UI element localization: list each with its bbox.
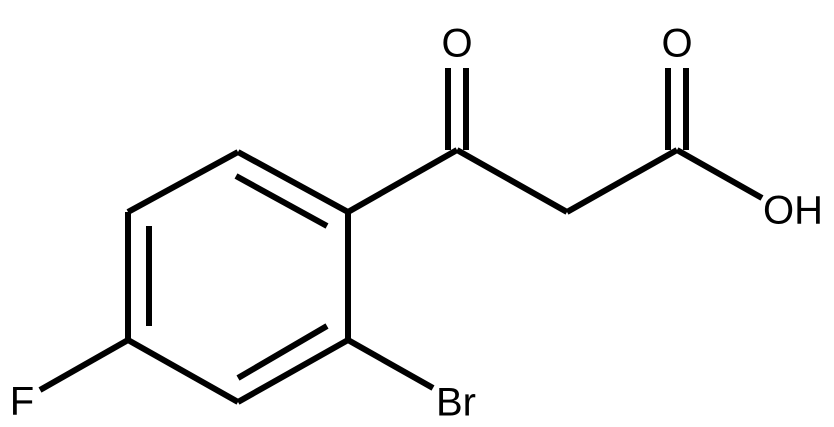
ring-bond-1 <box>236 149 350 215</box>
carbonyl-oxygen-label: O <box>441 22 472 66</box>
bond-ch2-to-acid-carbon <box>565 147 679 215</box>
ring-bond-3 <box>236 337 350 405</box>
ring-bond-6 <box>126 149 240 215</box>
fluorine-label: F <box>10 380 34 424</box>
atom-labels: O O OH Br F <box>10 22 823 425</box>
acid-oxygen-label: O <box>661 22 692 66</box>
hydroxyl-label: OH <box>763 189 823 233</box>
bond-carbonyl-to-ch2 <box>455 147 569 215</box>
bond-ring-to-carbonyl <box>346 147 459 215</box>
ring-bond-4 <box>126 337 240 405</box>
bonds <box>38 68 764 405</box>
bond-acid-to-hydroxyl <box>675 147 764 201</box>
bond-ring-to-fluorine <box>38 337 130 393</box>
ring-inner-bond-2 <box>236 323 329 381</box>
ring-inner-bond-1 <box>234 173 329 229</box>
bromine-label: Br <box>436 381 476 425</box>
bond-ring-to-bromine <box>346 337 435 391</box>
